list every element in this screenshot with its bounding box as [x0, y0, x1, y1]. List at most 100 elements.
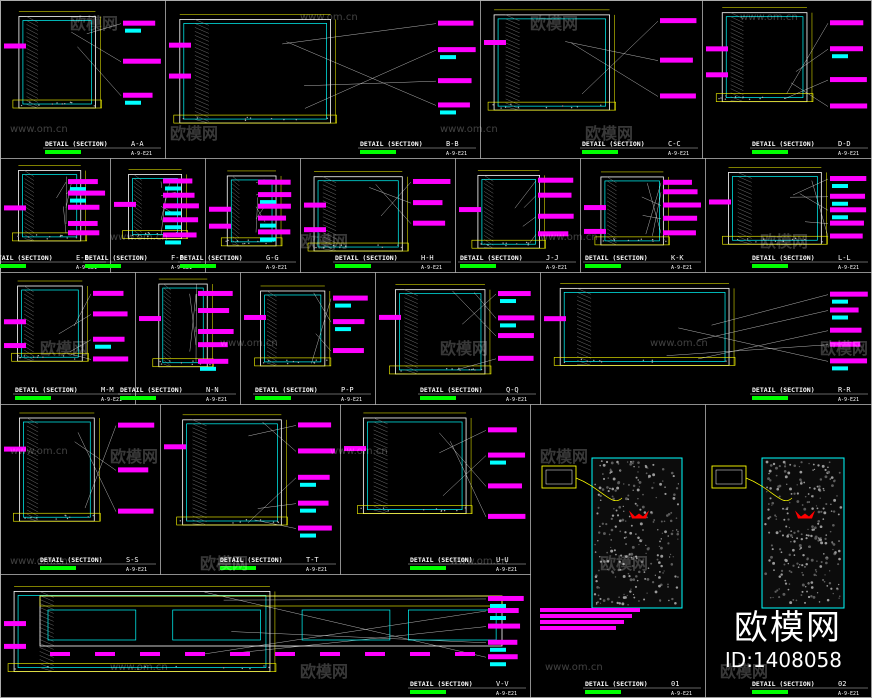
stone-texture-dot: [594, 575, 598, 579]
detail-mark: M-M: [101, 386, 114, 394]
leader-line: [84, 425, 117, 509]
hatch-line: [730, 20, 744, 27]
hatch-line: [322, 224, 337, 231]
leader-line: [642, 215, 662, 219]
aggregate-dot: [640, 238, 643, 240]
aggregate-dot: [241, 667, 243, 670]
stone-texture-dot: [823, 511, 827, 515]
hatch-line: [39, 591, 54, 598]
detail-title-block: DETAIL (SECTION)J-JA-9-E21: [458, 254, 576, 271]
aggregate-dot: [345, 245, 347, 247]
annotation-tag: [163, 178, 193, 184]
hatch-line: [322, 220, 337, 227]
annotation-tag: [298, 422, 332, 428]
annotation-tag: [830, 193, 866, 199]
leader-line: [581, 20, 659, 95]
floor-strip: [307, 242, 409, 252]
stone-texture-dot: [658, 545, 661, 548]
scale-bar: [420, 396, 456, 400]
stone-texture-dot: [598, 587, 601, 589]
stone-texture-dot: [784, 463, 787, 465]
annotation-tag: [544, 316, 566, 322]
leader-line: [255, 197, 259, 233]
aggregate-dot: [69, 101, 72, 104]
aggregate-dot: [292, 360, 295, 363]
stone-texture-dot: [838, 557, 841, 561]
hatch-line: [26, 473, 39, 481]
hatch-line: [192, 459, 207, 467]
annotation-tag: [164, 444, 186, 450]
annotation-tag: [379, 314, 401, 320]
stone-texture-dot: [785, 508, 789, 511]
finish-line: [183, 23, 327, 120]
hatch-line: [737, 176, 752, 183]
hatch-line: [266, 326, 277, 334]
floor-strip: [11, 352, 89, 362]
stone-texture-dot: [792, 598, 795, 601]
hatch-line: [404, 365, 418, 372]
stone-texture-dot: [803, 565, 806, 568]
hatch-line: [576, 340, 592, 347]
annotation-tag: [209, 223, 231, 229]
leader-line: [313, 292, 332, 323]
stone-texture-dot: [613, 549, 616, 552]
stone-texture-dot: [623, 483, 625, 485]
stone-texture-dot: [771, 501, 775, 505]
stone-texture-dot: [627, 494, 630, 497]
annotation-tag: [333, 348, 364, 354]
annotation-tag: [198, 290, 233, 296]
detail-mark: J-J: [546, 254, 559, 262]
annotation-tag-secondary: [500, 299, 516, 304]
hatch-line: [322, 208, 337, 215]
annotation-tag: [4, 621, 26, 627]
stone-texture-dot: [610, 549, 614, 553]
leader-line: [811, 180, 829, 237]
stone-texture-dot: [608, 533, 611, 536]
stone-texture-dot: [792, 564, 795, 567]
hatch-line: [266, 350, 277, 358]
hatch-line: [192, 435, 207, 443]
aggregate-dot: [267, 359, 270, 362]
stone-texture-dot: [831, 484, 834, 488]
hatch-line: [192, 495, 207, 503]
stone-texture-dot: [830, 510, 833, 512]
annotation-tag: [4, 205, 26, 211]
aggregate-dot: [297, 361, 300, 364]
stone-texture-dot: [677, 538, 679, 540]
stone-texture-dot: [784, 582, 788, 585]
annotation-tag: [830, 327, 862, 333]
leader-line: [239, 626, 487, 653]
stone-texture-dot: [618, 519, 622, 523]
stone-texture-dot: [838, 540, 840, 542]
annotation-tag-secondary: [260, 223, 276, 228]
leader-line: [304, 49, 437, 109]
ref-code: A-9-E21: [496, 691, 517, 697]
hatch-line: [576, 312, 592, 319]
stone-texture-dot: [648, 474, 651, 478]
hatch-line: [730, 44, 744, 51]
hatch-line: [26, 52, 39, 59]
aggregate-dot: [23, 355, 26, 357]
detail-title-block: DETAIL (SECTION)A-AA-9-E21: [43, 140, 161, 157]
stone-texture-dot: [813, 573, 816, 577]
detail-mark: 01: [671, 680, 679, 688]
detail-title: DETAIL (SECTION): [585, 680, 648, 688]
stone-texture-dot: [637, 497, 639, 500]
stone-texture-dot: [791, 536, 794, 538]
stone-texture-dot: [764, 572, 768, 576]
stone-texture-dot: [595, 603, 598, 605]
detail-title-block: DETAIL (SECTION)K-KA-9-E21: [583, 254, 701, 271]
stone-texture-dot: [774, 590, 777, 593]
stone-texture-dot: [656, 558, 659, 561]
stone-texture-dot: [791, 548, 795, 552]
stone-texture-dot: [618, 505, 622, 509]
stone-texture-dot: [633, 596, 636, 599]
stone-texture-dot: [825, 502, 828, 506]
stone-texture-dot: [824, 537, 827, 540]
aggregate-dot: [262, 362, 265, 364]
aggregate-dot: [665, 240, 667, 243]
stone-texture-dot: [651, 581, 655, 584]
stone-texture-dot: [789, 601, 793, 605]
stone-texture-dot: [811, 507, 814, 510]
